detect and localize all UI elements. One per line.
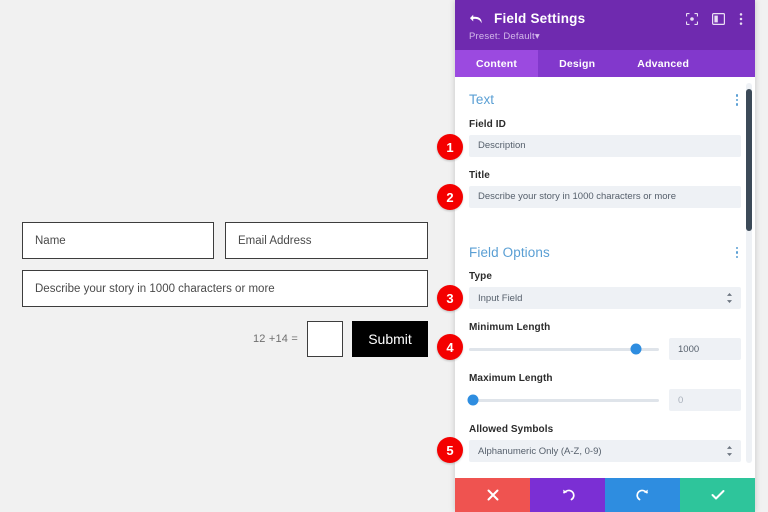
- name-placeholder: Name: [35, 234, 66, 247]
- label-maximum-length: Maximum Length: [469, 373, 553, 384]
- name-input[interactable]: Name: [22, 222, 214, 259]
- email-input[interactable]: Email Address: [225, 222, 428, 259]
- label-field-id: Field ID: [469, 118, 506, 130]
- maximum-length-slider-track[interactable]: [467, 394, 659, 406]
- panel-footer: [455, 478, 755, 512]
- label-minimum-length: Minimum Length: [469, 322, 551, 333]
- step-badge-1: 1: [437, 134, 463, 160]
- email-placeholder: Email Address: [238, 234, 312, 247]
- title-value: Describe your story in 1000 characters o…: [478, 191, 676, 202]
- maximum-length-control: 0: [467, 389, 741, 411]
- maximum-length-value-input[interactable]: 0: [669, 389, 741, 411]
- step-badge-3: 3: [437, 285, 463, 311]
- description-textarea[interactable]: Describe your story in 1000 characters o…: [22, 270, 428, 307]
- field-id-input[interactable]: Description: [469, 134, 741, 157]
- form-submit-row: 12 +14 = Submit: [22, 321, 428, 357]
- step-badge-2: 2: [437, 184, 463, 210]
- label-title: Title: [469, 169, 490, 181]
- split-layout-icon[interactable]: [712, 13, 725, 25]
- form-row-top: Name Email Address: [22, 222, 428, 259]
- label-type: Type: [469, 271, 492, 282]
- preset-selector[interactable]: Preset: Default▾: [469, 31, 741, 42]
- section-title-text: Text: [469, 92, 495, 108]
- maximum-length-slider-handle[interactable]: [467, 394, 479, 406]
- type-value: Input Field: [478, 292, 523, 304]
- fullscreen-icon[interactable]: [686, 13, 698, 25]
- cancel-button[interactable]: [455, 478, 530, 512]
- section-menu-icon-text[interactable]: [733, 91, 742, 109]
- tab-content[interactable]: Content: [455, 50, 539, 77]
- undo-icon: [562, 489, 575, 501]
- section-title-field-options: Field Options: [469, 244, 550, 260]
- checkmark-icon: [711, 490, 724, 500]
- preset-label: Preset: Default: [469, 31, 535, 42]
- title-input[interactable]: Describe your story in 1000 characters o…: [469, 185, 741, 208]
- section-header-text: Text: [469, 77, 741, 119]
- panel-tabs: Content Design Advanced: [455, 50, 755, 77]
- redo-button[interactable]: [605, 478, 680, 512]
- redo-icon: [635, 489, 648, 501]
- minimum-length-value: 1000: [678, 343, 700, 355]
- label-allowed-symbols: Allowed Symbols: [469, 424, 554, 435]
- panel-title: Field Settings: [494, 11, 586, 26]
- minimum-length-slider-handle[interactable]: [630, 343, 642, 355]
- back-arrow-icon[interactable]: [469, 12, 484, 26]
- allowed-symbols-select[interactable]: Alphanumeric Only (A-Z, 0-9): [469, 440, 741, 462]
- page-canvas: Name Email Address Describe your story i…: [22, 222, 428, 357]
- minimum-length-slider-track[interactable]: [469, 343, 659, 355]
- contact-form-preview: Name Email Address Describe your story i…: [22, 222, 428, 357]
- minimum-length-value-input[interactable]: 1000: [669, 338, 741, 360]
- save-button[interactable]: [680, 478, 755, 512]
- section-header-field-options: Field Options: [469, 230, 741, 272]
- step-badge-4: 4: [437, 334, 463, 360]
- captcha-answer-input[interactable]: [307, 321, 343, 357]
- panel-header-top: Field Settings: [469, 11, 741, 26]
- minimum-length-control: 1000: [469, 338, 741, 360]
- field-settings-panel: Field Settings Preset: Default▾: [455, 0, 755, 512]
- maximum-length-value: 0: [678, 394, 684, 406]
- close-icon: [487, 489, 498, 501]
- more-options-icon[interactable]: [739, 12, 743, 26]
- panel-header-icons: [686, 12, 743, 26]
- chevron-updown-icon: [727, 293, 732, 303]
- panel-body: Text Field ID Description Title Describe…: [455, 77, 755, 478]
- description-placeholder: Describe your story in 1000 characters o…: [35, 282, 275, 295]
- section-divider: [469, 221, 741, 230]
- tab-advanced[interactable]: Advanced: [637, 57, 690, 70]
- step-badge-5: 5: [437, 437, 463, 463]
- chevron-updown-icon: [727, 446, 732, 456]
- undo-button[interactable]: [530, 478, 605, 512]
- allowed-symbols-value: Alphanumeric Only (A-Z, 0-9): [478, 445, 602, 457]
- submit-button[interactable]: Submit: [352, 321, 428, 357]
- panel-scrollbar[interactable]: [746, 83, 752, 463]
- section-menu-icon-field-options[interactable]: [733, 244, 742, 262]
- panel-header: Field Settings Preset: Default▾: [455, 0, 755, 50]
- captcha-equation: 12 +14 =: [252, 333, 298, 345]
- type-select[interactable]: Input Field: [469, 287, 741, 309]
- tab-design[interactable]: Design: [559, 57, 596, 70]
- field-id-value: Description: [478, 140, 526, 151]
- preset-caret-icon: ▾: [534, 31, 540, 42]
- panel-scrollbar-thumb[interactable]: [746, 89, 752, 231]
